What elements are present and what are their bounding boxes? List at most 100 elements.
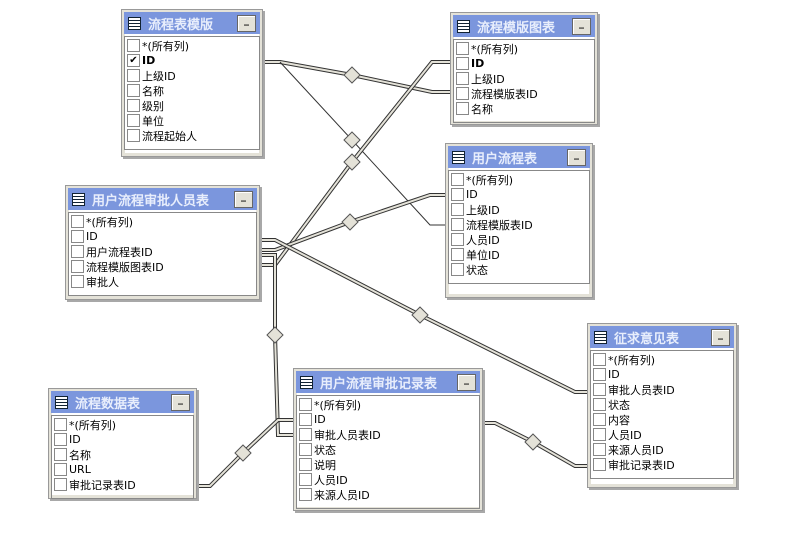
table-title-bar[interactable]: 用户流程审批记录表_ <box>296 371 480 393</box>
column-row[interactable]: 审批人员表ID <box>593 382 733 397</box>
column-checkbox[interactable] <box>451 173 464 186</box>
table-title-bar[interactable]: 流程模版图表_ <box>453 15 595 37</box>
column-row[interactable]: 来源人员ID <box>593 442 733 457</box>
column-row[interactable]: *(所有列) <box>127 38 259 53</box>
column-checkbox[interactable] <box>593 368 606 381</box>
column-checkbox[interactable] <box>71 230 84 243</box>
minimize-button[interactable]: _ <box>457 373 476 391</box>
column-checkbox[interactable] <box>299 428 312 441</box>
column-checkbox[interactable] <box>593 398 606 411</box>
column-checkbox[interactable] <box>71 260 84 273</box>
column-checkbox[interactable] <box>71 215 84 228</box>
column-row[interactable]: 名称 <box>127 83 259 98</box>
column-checkbox[interactable] <box>299 488 312 501</box>
minimize-button[interactable]: _ <box>234 190 253 208</box>
column-row[interactable]: 用户流程表ID <box>71 244 256 259</box>
relationship-line[interactable] <box>197 418 293 488</box>
column-checkbox[interactable] <box>71 275 84 288</box>
column-row[interactable]: ✔ID <box>127 53 259 68</box>
relationship-line[interactable] <box>483 421 587 468</box>
column-checkbox[interactable] <box>54 478 67 491</box>
relationship-diamond-icon[interactable] <box>343 153 361 171</box>
relationship-diamond-icon[interactable] <box>343 131 361 149</box>
column-checkbox[interactable] <box>451 188 464 201</box>
column-row[interactable]: *(所有列) <box>54 417 193 432</box>
column-checkbox[interactable] <box>127 69 140 82</box>
column-checkbox[interactable] <box>127 84 140 97</box>
column-row[interactable]: 审批人 <box>71 274 256 289</box>
table-title-bar[interactable]: 用户流程表_ <box>448 146 590 168</box>
column-row[interactable]: 名称 <box>456 101 594 116</box>
table-title-bar[interactable]: 流程表模版_ <box>124 12 260 34</box>
relationship-line[interactable] <box>260 238 587 394</box>
column-row[interactable]: ID <box>456 56 594 71</box>
column-row[interactable]: ID <box>299 412 479 427</box>
column-row[interactable]: 流程模版表ID <box>451 217 589 232</box>
column-checkbox[interactable] <box>54 418 67 431</box>
minimize-button[interactable]: _ <box>171 393 190 411</box>
relationship-diamond-icon[interactable] <box>234 444 252 462</box>
column-row[interactable]: *(所有列) <box>71 214 256 229</box>
column-checkbox[interactable] <box>451 218 464 231</box>
relationship-line[interactable] <box>262 60 450 94</box>
column-checkbox[interactable] <box>456 87 469 100</box>
column-row[interactable]: 状态 <box>299 442 479 457</box>
column-row[interactable]: 单位 <box>127 113 259 128</box>
column-row[interactable]: 来源人员ID <box>299 487 479 502</box>
column-row[interactable]: 人员ID <box>299 472 479 487</box>
column-row[interactable]: 流程模版表ID <box>456 86 594 101</box>
column-checkbox[interactable] <box>456 72 469 85</box>
column-row[interactable]: 人员ID <box>451 232 589 247</box>
minimize-button[interactable]: _ <box>237 14 256 32</box>
column-checkbox[interactable] <box>456 42 469 55</box>
column-checkbox[interactable] <box>71 245 84 258</box>
relationship-line[interactable] <box>260 60 450 267</box>
column-row[interactable]: 单位ID <box>451 247 589 262</box>
column-row[interactable]: 审批记录表ID <box>593 457 733 472</box>
column-row[interactable]: 流程模版图表ID <box>71 259 256 274</box>
relationship-diamond-icon[interactable] <box>411 306 429 324</box>
column-row[interactable]: ID <box>71 229 256 244</box>
column-row[interactable]: 内容 <box>593 412 733 427</box>
column-row[interactable]: 上级ID <box>451 202 589 217</box>
column-row[interactable]: *(所有列) <box>299 397 479 412</box>
column-checkbox[interactable] <box>54 433 67 446</box>
column-checkbox[interactable] <box>451 263 464 276</box>
relationship-diamond-icon[interactable] <box>343 66 361 84</box>
column-checkbox[interactable] <box>127 39 140 52</box>
relationship-line[interactable] <box>260 193 445 252</box>
column-checkbox[interactable] <box>127 129 140 142</box>
column-row[interactable]: 流程起始人 <box>127 128 259 143</box>
column-row[interactable]: 级别 <box>127 98 259 113</box>
minimize-button[interactable]: _ <box>567 148 586 166</box>
minimize-button[interactable]: _ <box>711 328 730 346</box>
column-checkbox[interactable] <box>593 458 606 471</box>
column-row[interactable]: 上级ID <box>127 68 259 83</box>
column-row[interactable]: 名称 <box>54 447 193 462</box>
column-checkbox[interactable] <box>299 443 312 456</box>
column-checkbox[interactable] <box>456 57 469 70</box>
column-row[interactable]: 人员ID <box>593 427 733 442</box>
column-row[interactable]: 说明 <box>299 457 479 472</box>
column-row[interactable]: *(所有列) <box>593 352 733 367</box>
column-row[interactable]: 审批人员表ID <box>299 427 479 442</box>
relationship-diamond-icon[interactable] <box>341 213 359 231</box>
column-row[interactable]: ID <box>451 187 589 202</box>
column-checkbox[interactable] <box>451 248 464 261</box>
column-checkbox[interactable] <box>593 443 606 456</box>
relationship-diamond-icon[interactable] <box>266 326 284 344</box>
column-row[interactable]: 上级ID <box>456 71 594 86</box>
column-row[interactable]: ID <box>54 432 193 447</box>
column-checkbox[interactable] <box>451 203 464 216</box>
column-row[interactable]: URL <box>54 462 193 477</box>
minimize-button[interactable]: _ <box>572 17 591 35</box>
table-title-bar[interactable]: 用户流程审批人员表_ <box>68 188 257 210</box>
column-row[interactable]: 审批记录表ID <box>54 477 193 492</box>
column-checkbox[interactable] <box>127 114 140 127</box>
